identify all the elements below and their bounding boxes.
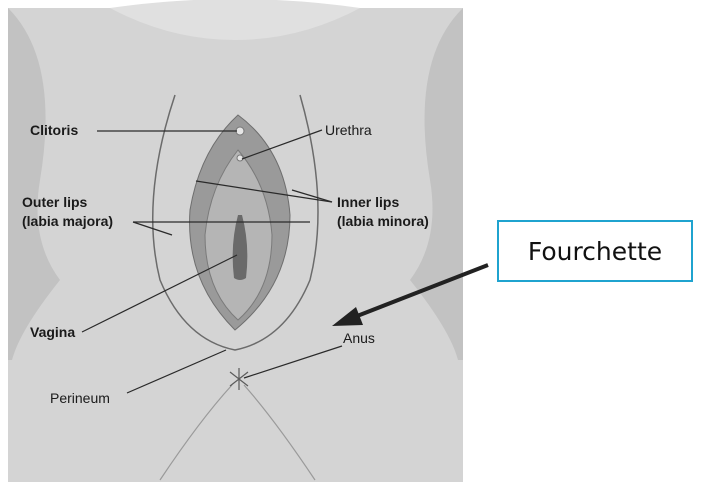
fourchette-callout: Fourchette bbox=[497, 220, 693, 282]
label-clitoris: Clitoris bbox=[30, 122, 78, 139]
fourchette-callout-text: Fourchette bbox=[528, 237, 662, 266]
label-vagina: Vagina bbox=[30, 324, 75, 341]
label-perineum: Perineum bbox=[50, 390, 110, 407]
label-inner-lips: Inner lips bbox=[337, 194, 399, 211]
clitoris-mark bbox=[236, 127, 244, 135]
label-urethra: Urethra bbox=[325, 122, 372, 139]
urethra-mark bbox=[237, 155, 243, 161]
label-anus: Anus bbox=[343, 330, 375, 347]
label-labia-minora: (labia minora) bbox=[337, 213, 429, 230]
label-labia-majora: (labia majora) bbox=[22, 213, 113, 230]
label-outer-lips: Outer lips bbox=[22, 194, 87, 211]
